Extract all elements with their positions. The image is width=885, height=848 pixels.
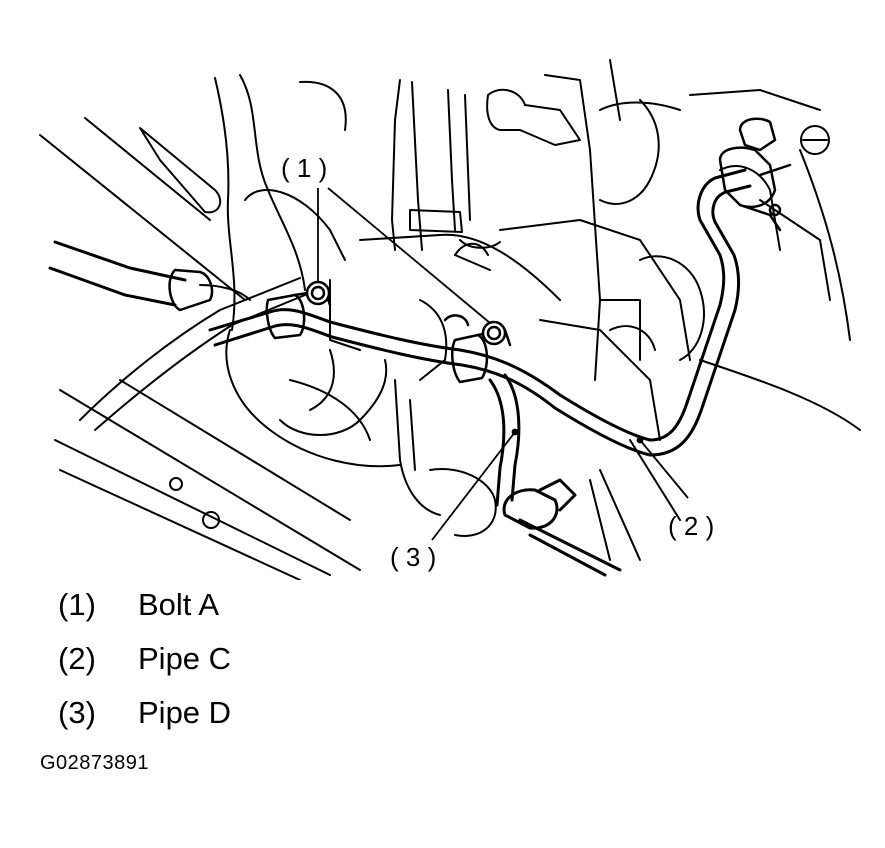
figure-id: G02873891 <box>40 752 150 774</box>
leader-lines <box>317 187 689 541</box>
bolt-a-left <box>305 280 331 306</box>
legend-label: Pipe D <box>138 695 232 730</box>
bolt-a-right <box>481 320 507 346</box>
pipe-fitting <box>718 117 792 232</box>
legend-number: (1) <box>58 587 96 622</box>
legend-number: (2) <box>58 641 96 676</box>
engine-background <box>39 59 861 580</box>
callout-bolt-a: ( 1 ) <box>281 153 327 183</box>
pipe-c <box>208 168 752 457</box>
legend-label: Bolt A <box>138 587 219 622</box>
callout-pipe-d: ( 3 ) <box>390 542 436 572</box>
pipe-d <box>488 373 622 577</box>
legend-label: Pipe C <box>138 641 232 676</box>
hose <box>48 240 306 431</box>
engine-pipe-illustration: ( 1 ) ( 2 ) ( 3 ) <box>39 59 861 580</box>
legend-number: (3) <box>58 695 96 730</box>
callout-pipe-c: ( 2 ) <box>668 511 714 541</box>
